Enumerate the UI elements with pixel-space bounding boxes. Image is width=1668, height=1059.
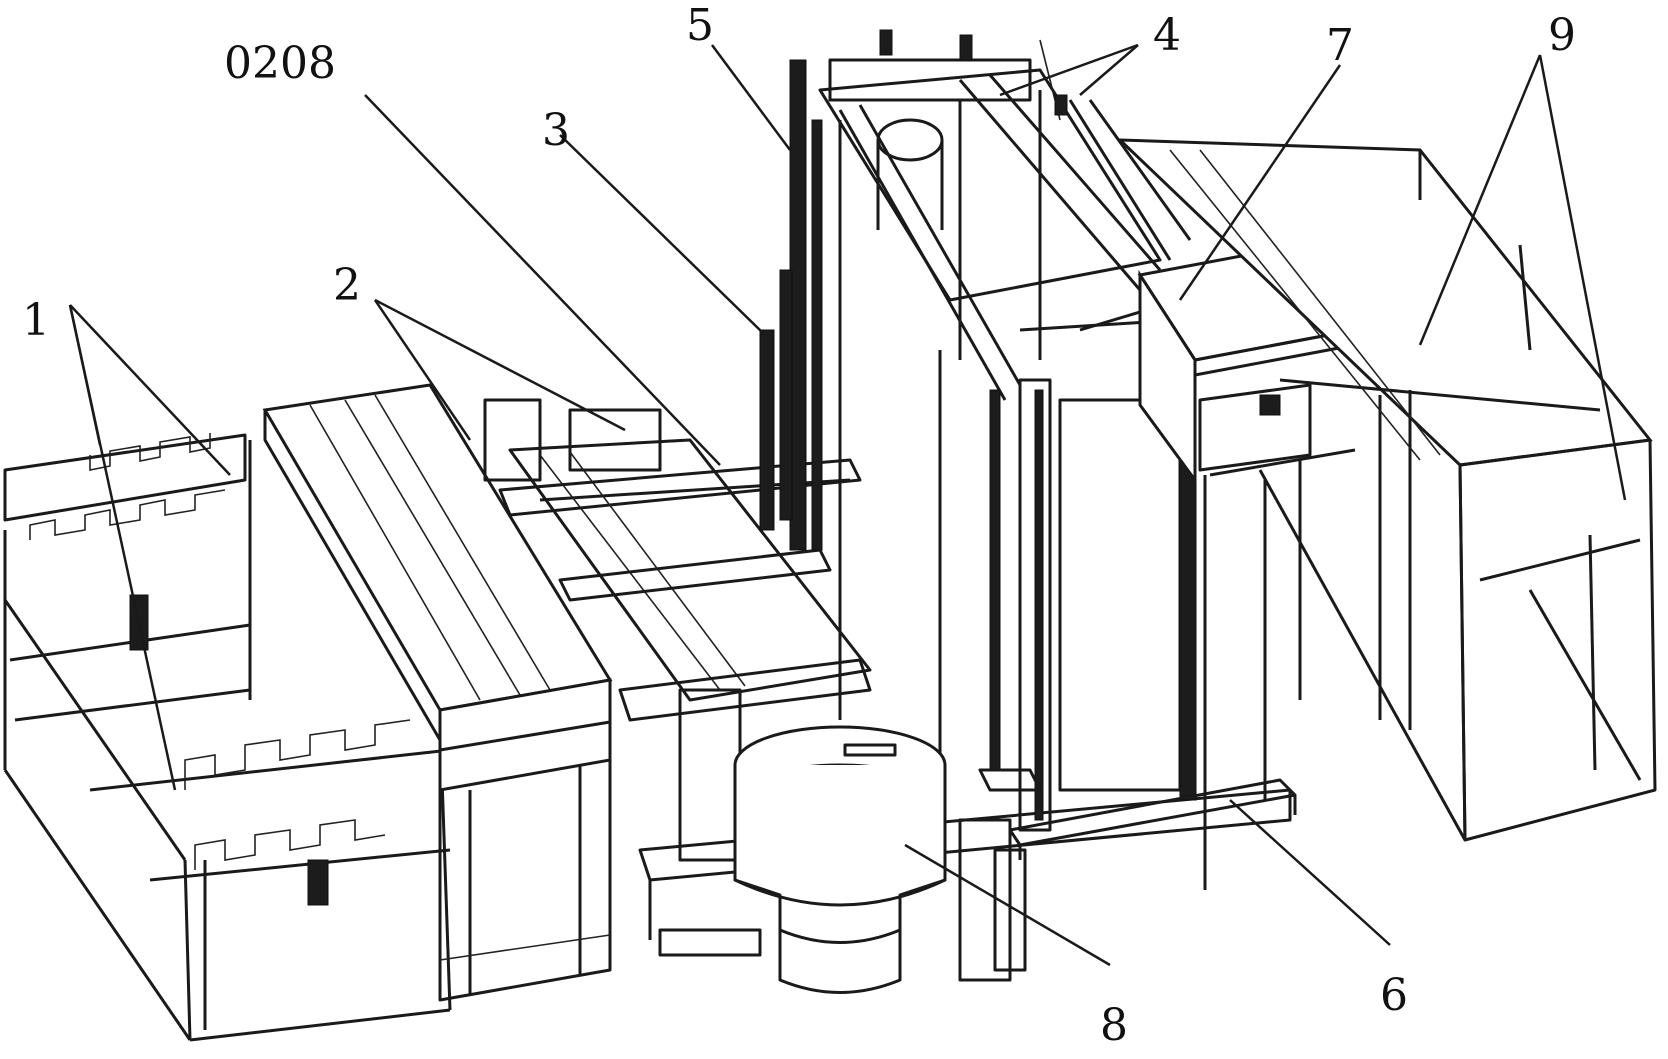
stair-rack-unit-1 (3, 433, 452, 1042)
callout-7: 7 (1326, 20, 1354, 71)
storage-cabinet-9 (1116, 138, 1657, 842)
base-rail-6 (1008, 778, 1297, 860)
leader-lines (68, 43, 1627, 967)
callout-labels: 1 2 0208 3 5 4 7 9 6 8 (22, 0, 1576, 1051)
callout-8: 8 (1100, 1000, 1128, 1051)
callout-1: 1 (22, 295, 50, 346)
callout-2: 2 (333, 260, 361, 311)
callout-3: 3 (542, 105, 570, 156)
callout-0208: 0208 (224, 38, 336, 89)
sloped-chute-unit-2 (262, 383, 613, 1002)
callout-9: 9 (1548, 10, 1576, 61)
callout-5: 5 (686, 0, 714, 51)
callout-6: 6 (1380, 970, 1408, 1021)
callout-4: 4 (1153, 10, 1181, 61)
cylindrical-bin-8 (733, 725, 1027, 994)
